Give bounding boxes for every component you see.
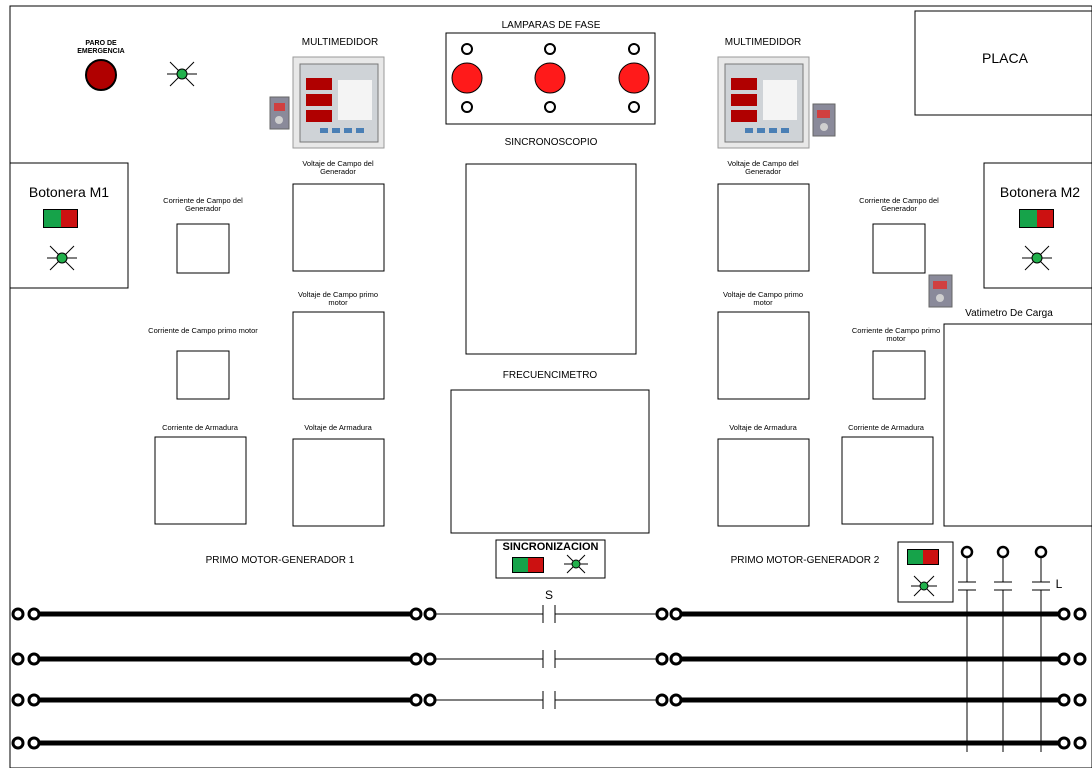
armature-current-left-label: Corriente de Armadura xyxy=(162,423,238,432)
load-wattmeter-label: Vatimetro De Carga xyxy=(965,308,1053,319)
gen-field-voltage-left-label: Voltaje de Campo del Generador xyxy=(302,159,374,177)
sync-button[interactable] xyxy=(512,557,544,573)
multimeter-right-label: MULTIMEDIDOR xyxy=(724,37,802,48)
multimeter-icon xyxy=(717,56,810,149)
multimeter-icon xyxy=(292,56,385,149)
phase-lamp-icon xyxy=(451,43,650,113)
armature-voltage-left-label: Voltaje de Armadura xyxy=(304,423,372,432)
pm-field-current-left-label: Corriente de Campo primo motor xyxy=(148,326,258,335)
selector-switch-icon[interactable] xyxy=(812,103,836,137)
plate-label: PLACA xyxy=(982,50,1028,66)
gen-field-voltage-right-label: Voltaje de Campo del Generador xyxy=(727,159,799,177)
pm-field-current-right-label: Corriente de Campo primo motor xyxy=(851,326,941,344)
indicator-lamp-icon xyxy=(47,245,77,271)
armature-current-right-label: Corriente de Armadura xyxy=(848,423,924,432)
bus-bar-2 xyxy=(40,650,1058,668)
pm-field-voltage-right-label: Voltaje de Campo primo motor xyxy=(722,290,804,308)
phase-lamps-label: LAMPARAS DE FASE xyxy=(501,20,601,31)
indicator-lamp-icon xyxy=(167,61,197,87)
frequency-meter-label: FRECUENCIMETRO xyxy=(502,370,598,381)
pm-field-voltage-left-label: Voltaje de Campo primo motor xyxy=(297,290,379,308)
group-2-label: PRIMO MOTOR-GENERADOR 2 xyxy=(730,555,880,566)
switch-s-label: S xyxy=(544,588,553,602)
load-button[interactable] xyxy=(907,549,939,565)
indicator-lamp-icon xyxy=(1022,245,1052,271)
gen-field-current-right-label: Corriente de Campo del Generador xyxy=(859,196,939,214)
synchroscope-label: SINCRONOSCOPIO xyxy=(504,137,598,148)
button-panel-m1-label: Botonera M1 xyxy=(28,184,110,200)
button-panel-m2-label: Botonera M2 xyxy=(999,184,1081,200)
synchronization-label: SINCRONIZACION xyxy=(502,541,599,553)
bus-bar-3 xyxy=(40,691,1058,709)
terminal-icon xyxy=(960,545,1048,559)
multimeter-left-label: MULTIMEDIDOR xyxy=(301,37,379,48)
emergency-stop-icon[interactable] xyxy=(85,59,117,91)
terminal-icon xyxy=(11,607,1087,750)
selector-switch-icon[interactable] xyxy=(269,96,290,130)
start-stop-button-m2[interactable] xyxy=(1019,209,1054,228)
armature-voltage-right-label: Voltaje de Armadura xyxy=(729,423,797,432)
group-1-label: PRIMO MOTOR-GENERADOR 1 xyxy=(205,555,355,566)
start-stop-button-m1[interactable] xyxy=(43,209,78,228)
bus-bar-1 xyxy=(40,605,1058,623)
gen-field-current-left-label: Corriente de Campo del Generador xyxy=(163,196,243,214)
selector-switch-icon[interactable] xyxy=(928,274,953,308)
load-l-label: L xyxy=(1055,577,1063,591)
emergency-stop-label: PARO DE EMERGENCIA xyxy=(77,40,125,55)
indicator-lamp-icon xyxy=(564,554,588,574)
capacitor-icon xyxy=(958,557,1050,752)
indicator-lamp-icon xyxy=(911,575,937,597)
